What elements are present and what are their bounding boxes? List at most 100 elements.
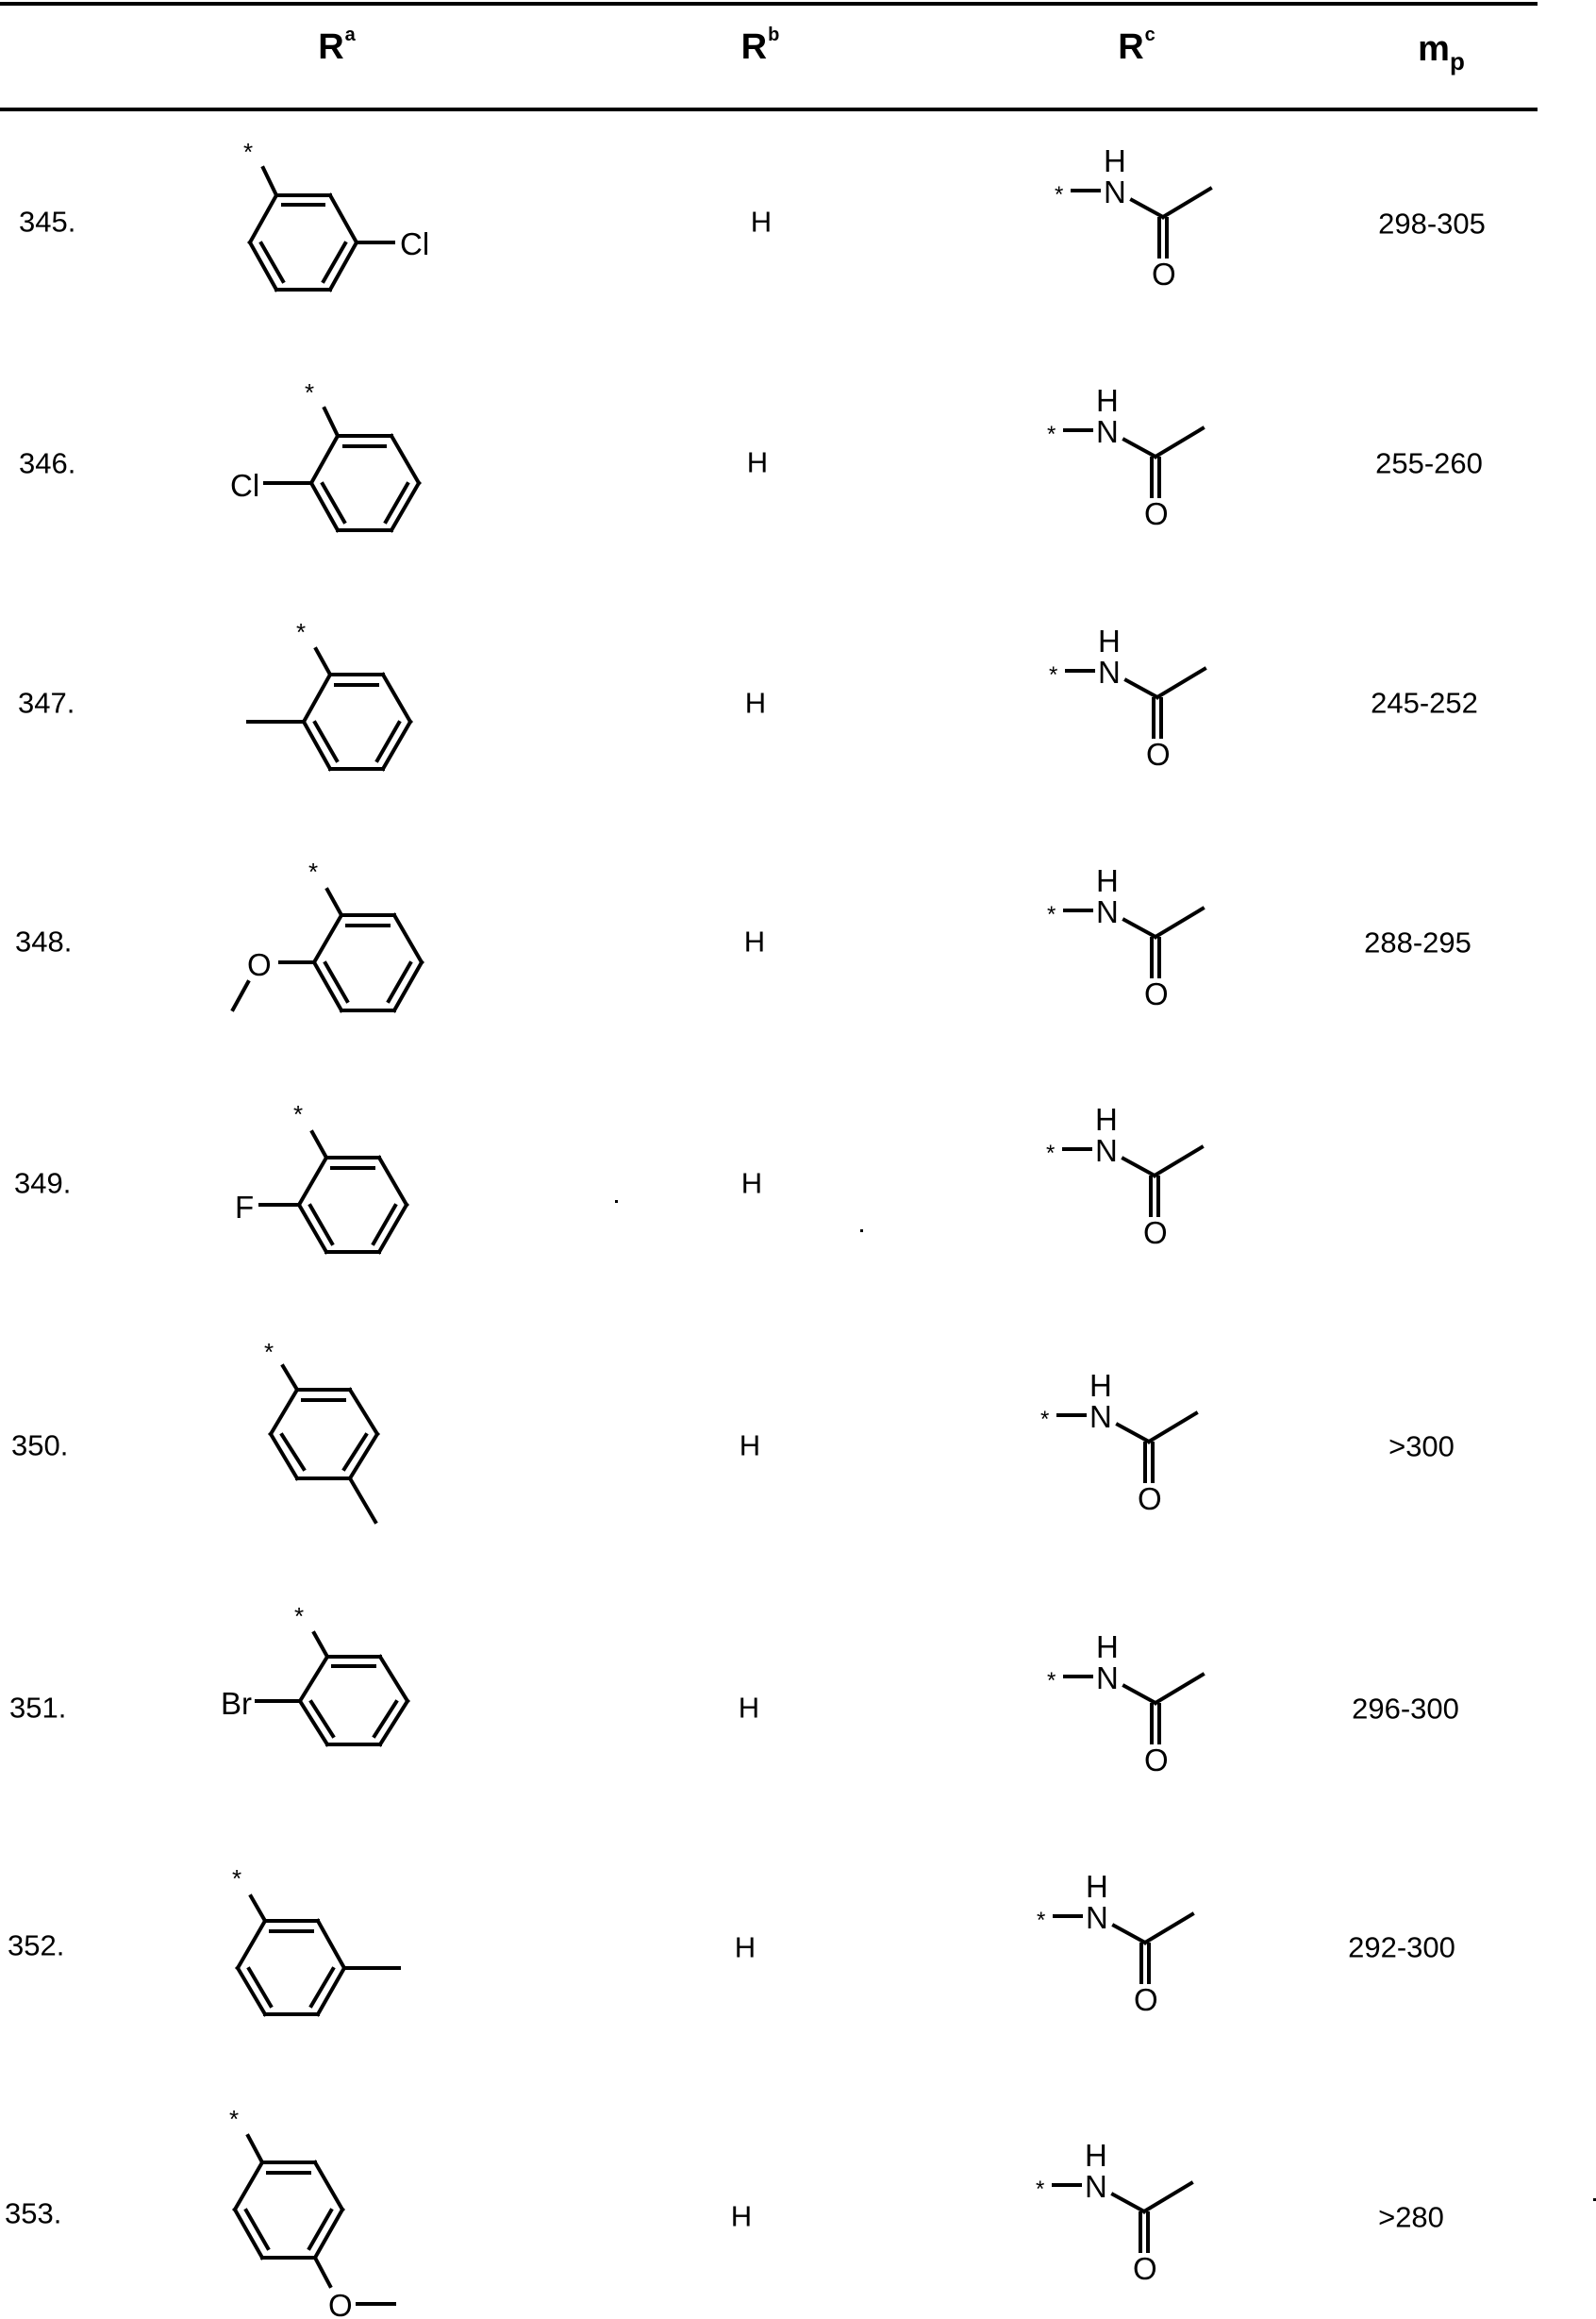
ra-structure-349: * F [235,1100,409,1255]
mp-value: 292-300 [1348,1930,1455,1964]
row-id: 348. [15,925,73,959]
oxygen-label: O [1144,1743,1169,1777]
attachment-star: * [1047,422,1056,447]
nitrogen-label: N [1089,1399,1112,1434]
nitrogen-label: N [1086,1900,1108,1935]
attachment-star: * [296,618,306,646]
attachment-star: * [1040,1407,1049,1432]
oxygen-label: O [1144,496,1169,531]
rb-value: H [740,1166,763,1200]
table-top-rule [0,2,1538,6]
rb-value: H [750,205,773,239]
header-rc: Rc [1118,25,1155,67]
ra-structure-350: * [264,1338,380,1525]
oxygen-label: O [1143,1215,1168,1250]
attachment-star: * [232,1864,241,1893]
rc-structure-345: * N H O [1055,143,1213,292]
rb-value: H [738,1691,760,1725]
nitrogen-label: N [1098,655,1121,690]
attachment-star: * [1037,1908,1045,1933]
attachment-star: * [308,858,318,886]
header-ra-base: R [318,27,344,67]
header-rb: Rb [741,25,780,65]
table-header-rule [0,108,1538,111]
chlorine-label: Cl [400,226,429,261]
rb-value: H [744,686,767,720]
attachment-star: * [229,2105,239,2133]
rc-structure-350: * N H O [1040,1368,1199,1516]
mp-value: >280 [1378,2200,1444,2234]
row-id: 351. [9,1691,67,1725]
row-id: 350. [11,1428,69,1462]
attachment-star: * [294,1602,304,1630]
attachment-star: * [1036,2177,1044,2202]
mp-value: >300 [1388,1429,1455,1463]
mp-value: 298-305 [1378,207,1486,241]
attachment-star: * [1049,662,1057,688]
hydrogen-label: H [1095,1102,1118,1137]
attachment-star: * [264,1338,274,1366]
rb-value: H [734,1930,756,1964]
ra-structure-345: * Cl [243,138,429,292]
oxygen-label: O [1146,737,1171,772]
attachment-star: * [1047,902,1056,927]
rc-structure-348: * N H O [1047,863,1205,1011]
nitrogen-label: N [1085,2169,1107,2204]
mp-value: 255-260 [1375,446,1483,480]
hydrogen-label: H [1085,2138,1107,2173]
mp-value: 245-252 [1371,686,1478,720]
row-id: 349. [14,1166,72,1200]
ra-structure-348: * O [230,858,424,1013]
rc-structure-353: * N H O [1036,2138,1194,2286]
row-id: 347. [18,686,75,720]
header-rc-base: R [1118,27,1144,67]
oxygen-label: O [1152,257,1176,292]
mp-value: 296-300 [1352,1692,1459,1726]
scan-speck [1593,2198,1596,2201]
header-ra: Ra [318,25,356,67]
rc-structure-352: * N H O [1037,1869,1195,2017]
nitrogen-label: N [1096,894,1119,929]
hydrogen-label: H [1089,1368,1112,1403]
oxygen-label: O [1134,1982,1158,2017]
rc-structure-347: * N H O [1049,624,1207,772]
hydrogen-label: H [1096,1629,1119,1664]
row-id: 352. [8,1928,65,1962]
rc-structure-349: * N H O [1046,1102,1205,1250]
bromine-label: Br [221,1686,252,1721]
attachment-star: * [305,378,314,407]
nitrogen-label: N [1096,1660,1119,1695]
oxygen-label: O [1144,976,1169,1011]
rc-structure-346: * N H O [1047,383,1205,531]
header-rb-sup: b [768,25,780,45]
hydrogen-label: H [1096,383,1119,418]
attachment-star: * [1055,182,1063,208]
hydrogen-label: H [1098,624,1121,659]
attachment-star: * [1047,1668,1056,1693]
rb-value: H [743,925,766,959]
ra-structure-352: * [232,1864,401,2017]
ra-structure-347: * [246,618,413,772]
attachment-star: * [243,138,253,166]
nitrogen-label: N [1096,414,1119,449]
rb-value: H [730,2199,753,2233]
oxygen-label: O [247,947,272,982]
attachment-star: * [293,1100,303,1128]
row-id: 353. [5,2196,62,2230]
ra-structure-346: * Cl [230,378,422,533]
attachment-star: * [1046,1141,1055,1166]
oxygen-label: O [1133,2251,1157,2286]
oxygen-label: O [328,2288,353,2319]
header-ra-sup: a [344,25,356,45]
rc-structure-351: * N H O [1047,1629,1205,1777]
hydrogen-label: H [1096,863,1119,898]
hydrogen-label: H [1104,143,1126,178]
scan-speck [615,1200,618,1203]
ra-structure-353: * O [229,2105,396,2319]
header-rc-sup: c [1144,25,1155,45]
header-mp-sub: p [1449,47,1465,75]
chlorine-label: Cl [230,468,259,503]
header-mp: mp [1418,31,1465,74]
row-id: 345. [19,205,76,239]
